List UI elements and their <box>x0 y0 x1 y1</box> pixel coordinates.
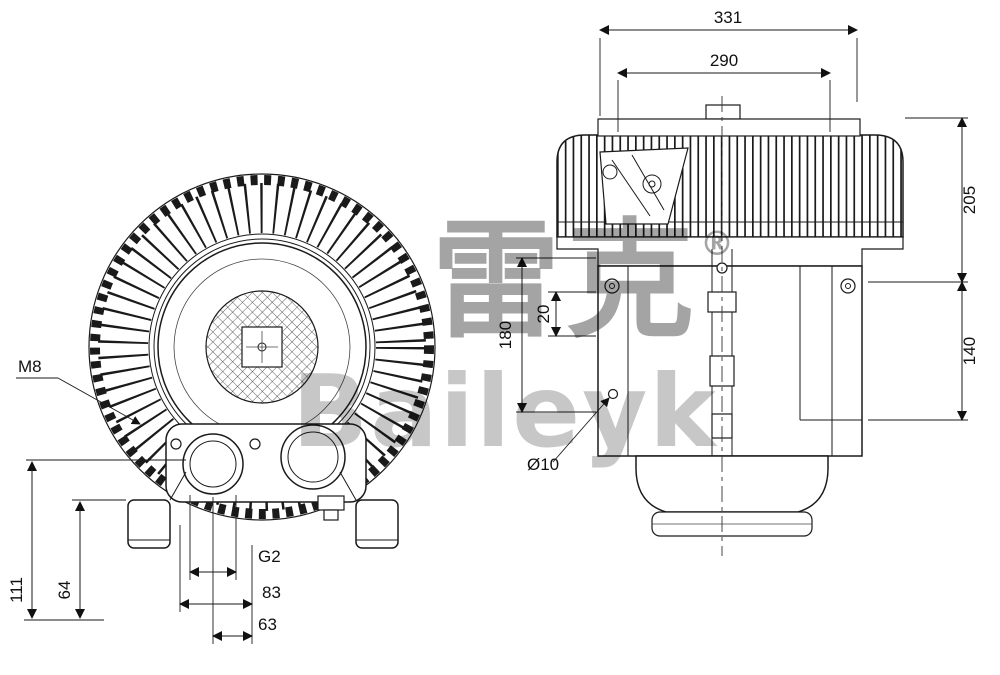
front-face <box>157 242 367 452</box>
dim-hole-label: Ø10 <box>527 455 559 474</box>
right-foot-brace <box>339 471 357 501</box>
dim-hole-leader <box>552 397 610 463</box>
manifold-bolt-right <box>249 438 261 450</box>
side-view <box>556 96 904 556</box>
dim-331-label: 331 <box>714 8 742 27</box>
dim-111: 111 <box>7 459 186 621</box>
dimension-annotations: 331 290 205 140 180 <box>7 8 979 644</box>
right-foot <box>355 499 399 549</box>
drain-plug <box>317 495 345 511</box>
eye-bolt-right-center <box>845 283 851 289</box>
dim-20: 20 <box>534 291 596 337</box>
dim-111-label: 111 <box>7 577 26 603</box>
cutaway-line-1 <box>611 159 651 217</box>
mounting-hole-10 <box>607 388 619 400</box>
housing-flange <box>556 236 904 267</box>
right-port-bore <box>287 431 339 483</box>
dim-g2: G2 <box>189 495 281 580</box>
dim-20-label: 20 <box>534 305 553 324</box>
cutaway-line-2 <box>631 154 665 211</box>
port-manifold <box>165 423 367 521</box>
left-port-outer <box>182 433 244 495</box>
dim-140-label: 140 <box>960 337 979 365</box>
manifold-bolt-left <box>170 438 182 450</box>
cutaway-window <box>599 147 689 225</box>
fin-tips <box>90 175 434 519</box>
dim-180-label: 180 <box>496 321 515 349</box>
dim-205-label: 205 <box>960 186 979 214</box>
dim-m8-leader <box>57 377 141 425</box>
dim-290: 290 <box>617 51 831 132</box>
dim-63-label: 63 <box>258 615 277 634</box>
dim-hole-10: Ø10 <box>527 397 610 474</box>
dim-64-label: 64 <box>55 581 74 600</box>
dim-140: 140 <box>868 281 979 421</box>
right-port-outer <box>280 424 346 490</box>
cutaway-hole-small <box>602 164 618 180</box>
front-view <box>88 173 436 549</box>
left-foot <box>127 499 171 549</box>
left-port-bore <box>189 440 237 488</box>
dim-83: 83 <box>179 525 281 644</box>
dim-205: 205 <box>868 117 979 283</box>
dim-m8-label: M8 <box>18 357 42 376</box>
top-block <box>705 104 741 120</box>
left-foot-brace <box>169 471 187 501</box>
eye-bolt-right <box>840 278 856 294</box>
dim-331: 331 <box>599 8 858 116</box>
motor-body <box>597 249 863 457</box>
motor-base <box>635 455 829 537</box>
dim-63: 63 <box>212 497 277 644</box>
radial-fins <box>98 183 426 511</box>
cutaway-hole-center <box>648 180 656 188</box>
dim-290-label: 290 <box>710 51 738 70</box>
cutaway-hole-large <box>642 174 662 194</box>
top-cover-plate <box>597 118 861 137</box>
eye-bolt-left-center <box>609 283 615 289</box>
mounting-feet <box>127 471 399 549</box>
dim-180: 180 <box>496 257 596 413</box>
dim-g2-label: G2 <box>258 547 281 566</box>
cutaway-outline <box>599 147 689 225</box>
dim-m8: M8 <box>16 357 141 425</box>
drain-plug-tip <box>323 509 339 521</box>
drum-outline <box>556 134 904 238</box>
dim-64: 64 <box>55 499 126 619</box>
dim-83-label: 83 <box>262 583 281 602</box>
eye-bolt-left <box>604 278 620 294</box>
bell-housing <box>635 455 829 513</box>
